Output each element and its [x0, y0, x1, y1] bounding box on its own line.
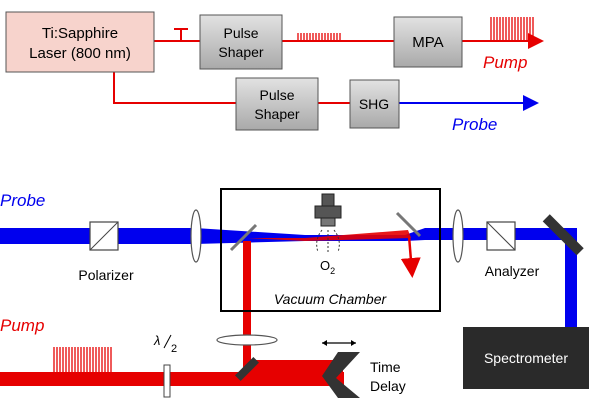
- waveplate-denominator: 2: [171, 343, 177, 355]
- fold-mirror-icon: [542, 214, 584, 256]
- chamber-mirror-left: [229, 223, 258, 252]
- shaper1-label-line1: Pulse: [223, 25, 258, 41]
- shg-box: [349, 79, 400, 129]
- shaper2-label-line2: Shaper: [254, 106, 299, 122]
- pump-pulse-train-icon: [53, 347, 112, 372]
- laser-label-line2: Laser (800 nm): [29, 45, 131, 62]
- top-pump-label: Pump: [483, 53, 527, 72]
- block-diagram: Ti:Sapphire Laser (800 nm) Pulse Shaper …: [5, 11, 544, 134]
- pump-beam-focus: [247, 230, 411, 241]
- pulse-train-icon: [297, 33, 341, 41]
- shaper1-label-line2: Shaper: [218, 44, 263, 60]
- probe-beam: [0, 228, 577, 327]
- pump-exit-arrow: [400, 235, 421, 278]
- pump-beam-vertical: [243, 241, 251, 371]
- mpa-label: MPA: [412, 34, 443, 51]
- lens-left: [190, 209, 202, 263]
- shaper2-label-line1: Pulse: [259, 87, 294, 103]
- pump-return-beam: [243, 360, 343, 374]
- gas-label: O2: [320, 258, 335, 276]
- amplified-pulse-train-icon: [490, 17, 534, 41]
- probe-label: Probe: [0, 191, 45, 210]
- gas-nozzle-icon: [314, 193, 342, 253]
- retroreflector-icon: [322, 352, 360, 398]
- laser-box: [5, 11, 155, 73]
- delay-label-line2: Delay: [370, 378, 406, 394]
- spectrometer-label: Spectrometer: [484, 350, 568, 366]
- pump-fold-mirror-icon: [234, 356, 260, 382]
- chamber-mirror-right: [395, 211, 422, 238]
- delay-label-line1: Time: [370, 359, 401, 375]
- chamber-label: Vacuum Chamber: [274, 291, 388, 307]
- top-probe-label: Probe: [452, 115, 497, 134]
- waveplate-lambda: λ: [153, 333, 160, 348]
- polarizer-label: Polarizer: [78, 267, 134, 283]
- pulse-shaper-box-2: [235, 77, 319, 131]
- pump-lens: [216, 334, 278, 346]
- probe-branch-path: [113, 72, 236, 104]
- pump-input-beam: [0, 372, 344, 386]
- pump-label: Pump: [0, 316, 44, 335]
- vacuum-chamber: [220, 188, 441, 312]
- mpa-box: [393, 16, 463, 68]
- analyzer-label: Analyzer: [485, 263, 540, 279]
- laser-label-line1: Ti:Sapphire: [42, 25, 118, 42]
- pulse-shaper-box-1: [199, 14, 283, 70]
- optical-setup: Vacuum Chamber O2 Polarizer Analyzer Spe…: [0, 188, 589, 398]
- spectrometer-box: [463, 327, 589, 389]
- shg-label: SHG: [359, 96, 389, 112]
- half-wave-plate-icon: [163, 364, 171, 398]
- lens-right: [452, 209, 464, 263]
